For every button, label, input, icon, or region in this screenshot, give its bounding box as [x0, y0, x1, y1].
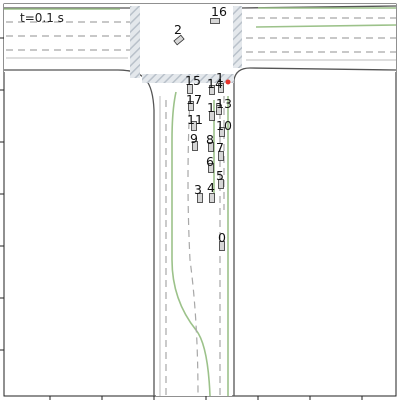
vehicle-id-label: 8 [206, 132, 214, 147]
vehicle-id-label: 3 [194, 182, 202, 197]
vehicle-id-label: 16 [211, 4, 227, 19]
crosswalk-east [233, 6, 242, 68]
vehicle-id-label: 14 [207, 76, 223, 91]
time-label: t=0.1 s [20, 11, 64, 25]
vehicle-id-label: 2 [174, 22, 182, 37]
vehicle-id-label: 13 [216, 96, 232, 111]
vehicle-id-label: 5 [216, 168, 224, 183]
vehicle-body [211, 19, 220, 24]
vehicle-id-label: 17 [186, 92, 202, 107]
ego-marker [226, 80, 231, 85]
vehicle-id-label: 10 [216, 118, 232, 133]
vehicle-id-label: 15 [185, 73, 201, 88]
vehicle-0: 0 [218, 230, 226, 251]
vehicle-id-label: 4 [207, 180, 215, 195]
vehicle-id-label: 7 [216, 140, 224, 155]
vehicle-id-label: 6 [206, 154, 214, 169]
vehicle-id-label: 11 [187, 112, 203, 127]
vehicle-id-label: 0 [218, 230, 226, 245]
crosswalk-west [130, 6, 140, 78]
vehicle-id-label: 9 [190, 131, 198, 146]
